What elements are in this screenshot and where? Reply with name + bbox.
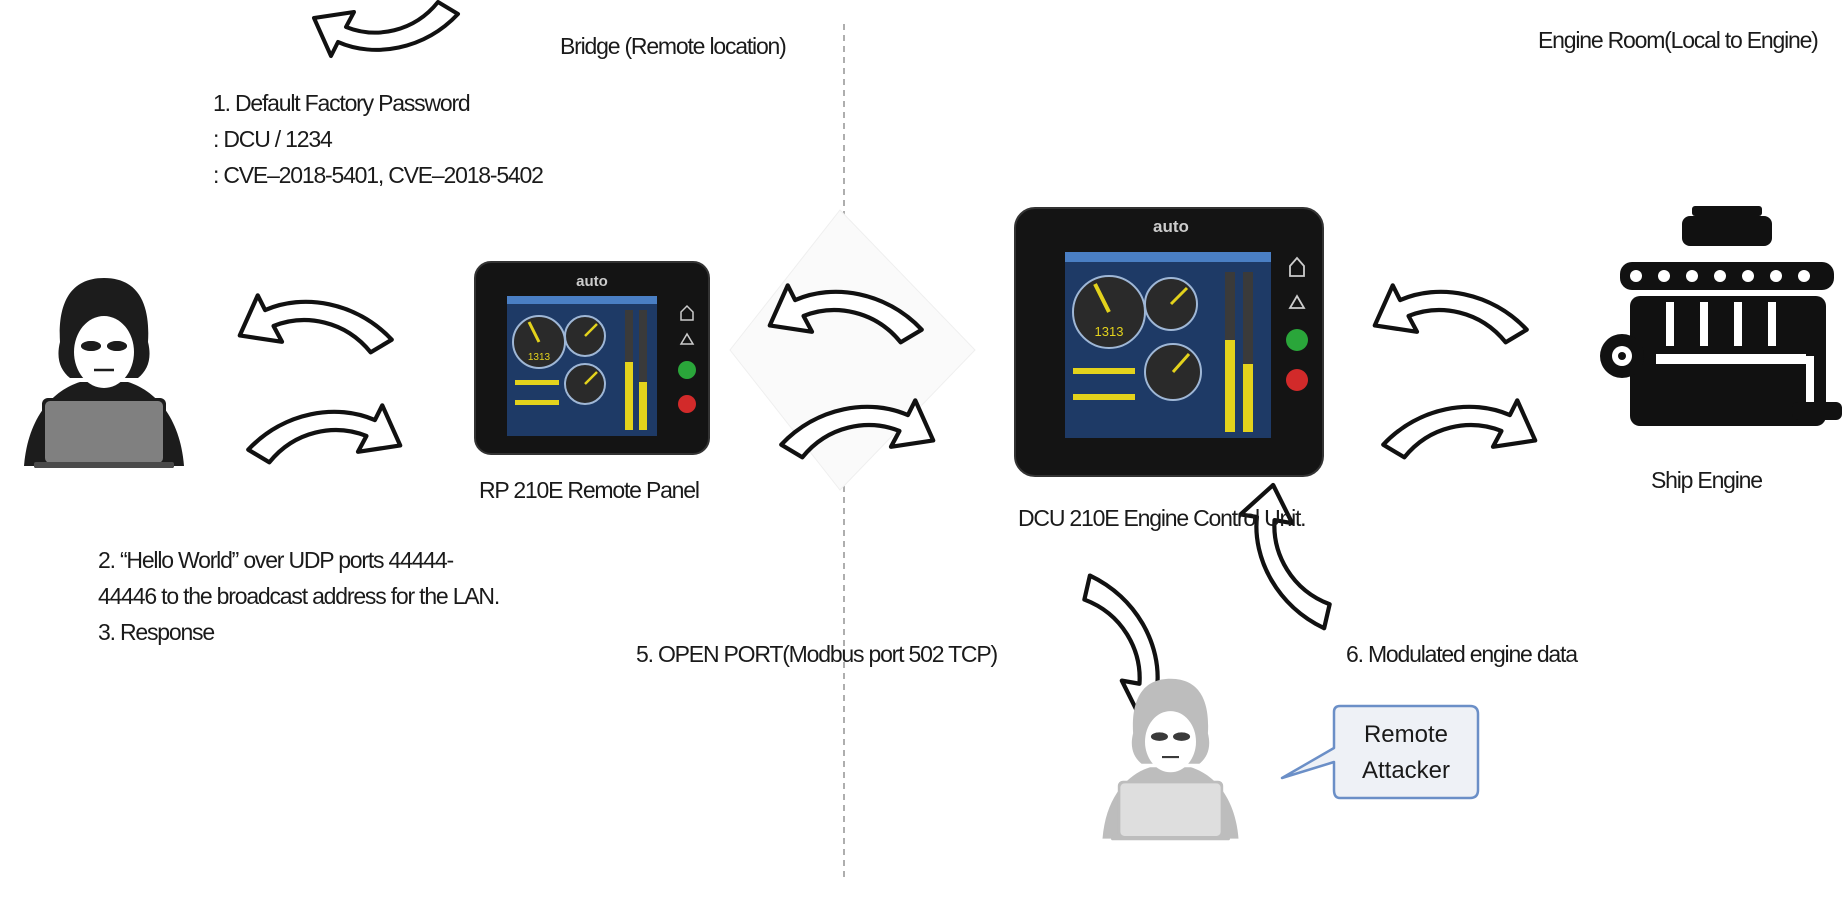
- background-diamond: [729, 209, 976, 491]
- engine-control-unit-device: auto 1313: [1014, 207, 1324, 477]
- stop-button-icon: [1286, 369, 1308, 391]
- screen-readout: 1313: [528, 352, 551, 363]
- brand-logo: auto: [576, 273, 608, 290]
- callout-line-2: Attacker: [1362, 757, 1450, 784]
- arrow-right-icon: [248, 405, 400, 462]
- callout-line-1: Remote: [1364, 721, 1448, 748]
- step2-line1: 2. “Hello World” over UDP ports 44444-: [98, 547, 454, 573]
- alarm-icon: [679, 332, 695, 345]
- start-button-icon: [678, 361, 696, 379]
- brand-logo: auto: [1153, 217, 1189, 236]
- step5-label: 5. OPEN PORT(Modbus port 502 TCP): [636, 641, 998, 667]
- step1-line2: : DCU / 1234: [213, 126, 333, 152]
- alarm-icon: [1288, 294, 1306, 309]
- step2-line2: 44446 to the broadcast address for the L…: [98, 583, 500, 609]
- step1-title: 1. Default Factory Password: [213, 90, 471, 116]
- ship-engine-icon: [1600, 206, 1842, 426]
- step6-label: 6. Modulated engine data: [1346, 641, 1578, 667]
- engine-room-zone-label: Engine Room(Local to Engine): [1538, 27, 1819, 53]
- step3-label: 3. Response: [98, 619, 215, 645]
- bridge-zone-label: Bridge (Remote location): [560, 33, 787, 59]
- remote-attacker-icon: [1102, 678, 1239, 841]
- local-attacker-icon: [24, 278, 184, 468]
- arrow-left-icon: [240, 295, 392, 352]
- start-button-icon: [1286, 329, 1308, 351]
- remote-panel-device: auto 1313: [474, 261, 710, 455]
- step1-line3: : CVE–2018-5401, CVE–2018-5402: [213, 162, 544, 188]
- stop-button-icon: [678, 395, 696, 413]
- home-icon: [1289, 256, 1305, 277]
- remote-panel-label: RP 210E Remote Panel: [479, 477, 700, 503]
- arrow-right-icon: [1383, 400, 1535, 457]
- arrow-left-icon: [1375, 285, 1527, 342]
- speech-bubble: Remote Attacker: [1280, 704, 1480, 800]
- screen-readout: 1313: [1095, 324, 1124, 339]
- arrow-left-icon: [312, 0, 460, 58]
- ship-engine-label: Ship Engine: [1651, 467, 1763, 493]
- home-icon: [680, 304, 694, 321]
- engine-control-unit-label: DCU 210E Engine Control Unit.: [1018, 505, 1307, 531]
